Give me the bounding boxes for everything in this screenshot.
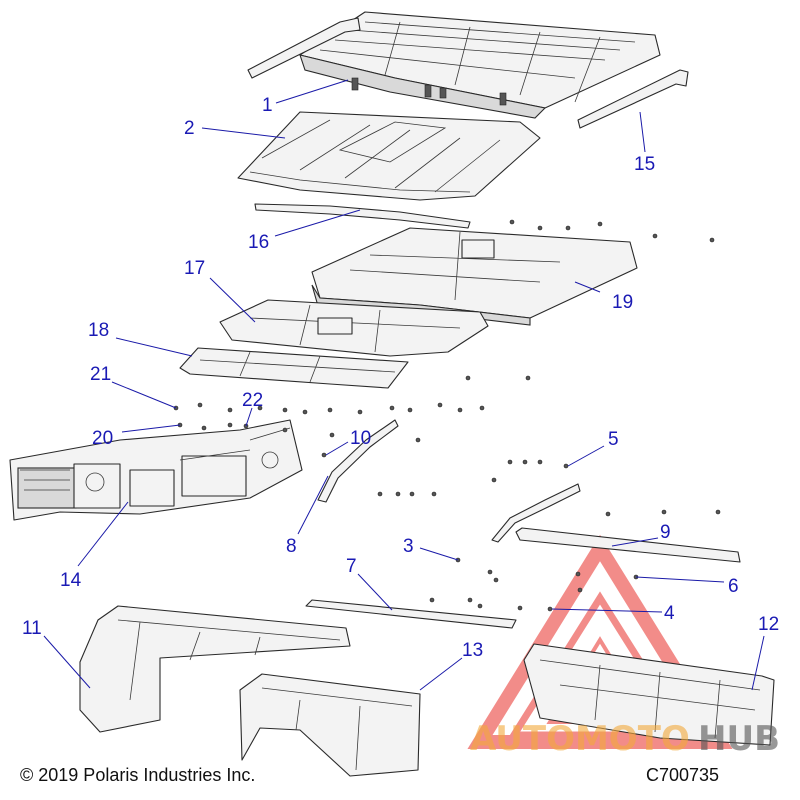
callout-labels: 1 2 3 4 5 6 7 8 9 10 11 12 13 14 15 16 1…	[22, 95, 779, 661]
part-roof	[299, 11, 661, 119]
part-rear-bar	[515, 527, 741, 563]
callout-16: 16	[248, 232, 269, 253]
callout-9: 9	[660, 522, 671, 543]
callout-12: 12	[758, 614, 779, 635]
part-curved-trim-left	[317, 419, 399, 503]
part-curved-trim-right	[491, 483, 581, 543]
callout-7: 7	[346, 556, 357, 577]
part-headliner-front	[219, 299, 489, 357]
watermark-brand-part2: HUB	[698, 719, 780, 759]
part-dash-console	[9, 419, 303, 521]
callout-17: 17	[184, 258, 205, 279]
part-lower-panel-left	[79, 605, 351, 733]
callout-20: 20	[92, 428, 113, 449]
callout-19: 19	[612, 292, 633, 313]
callout-5: 5	[608, 429, 619, 450]
callout-11: 11	[22, 618, 42, 639]
diagram-code: C700735	[646, 765, 719, 785]
callout-10: 10	[350, 428, 371, 449]
callout-22: 22	[242, 390, 263, 411]
callout-4: 4	[664, 603, 675, 624]
callout-21: 21	[90, 364, 111, 385]
part-lower-panel-right	[523, 643, 775, 746]
callout-1: 1	[262, 95, 273, 116]
callout-14: 14	[60, 570, 82, 591]
copyright-text: © 2019 Polaris Industries Inc.	[20, 765, 255, 785]
callout-3: 3	[403, 536, 414, 557]
part-front-header	[179, 347, 409, 389]
callout-13: 13	[462, 640, 483, 661]
callout-2: 2	[184, 118, 195, 139]
part-headliner-upper	[237, 111, 541, 201]
watermark-brand-part1: AUTOMOTO	[470, 719, 690, 759]
watermark-text: AUTOMOTO HUB	[470, 719, 780, 759]
part-roof-trim-right	[577, 69, 689, 129]
part-roof-trim-left	[247, 17, 361, 79]
part-trim-strip	[305, 599, 517, 629]
callout-6: 6	[728, 576, 739, 597]
leader-lines	[43, 79, 765, 691]
callout-15: 15	[634, 154, 655, 175]
callout-8: 8	[286, 536, 297, 557]
part-lower-panel-center	[239, 673, 421, 777]
part-seal-strip	[254, 203, 471, 229]
callout-18: 18	[88, 320, 109, 341]
